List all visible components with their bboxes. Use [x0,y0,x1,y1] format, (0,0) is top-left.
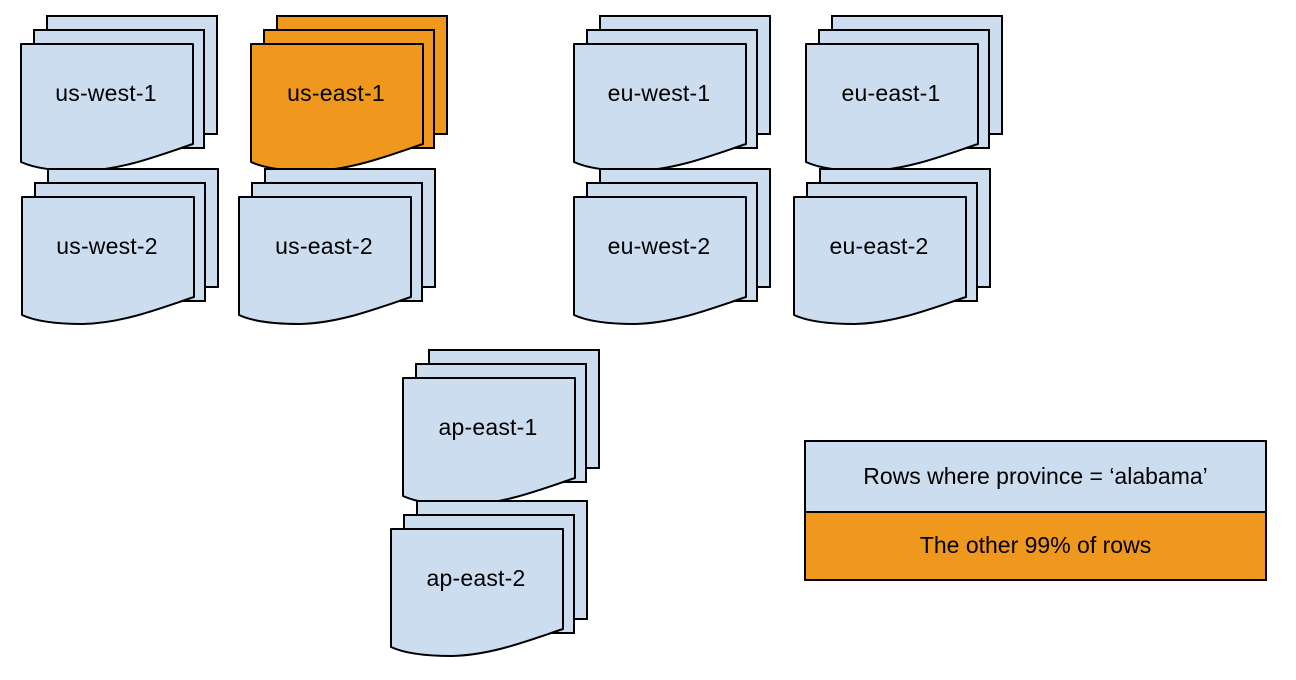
document-shape [20,43,194,172]
document-shape [793,196,967,325]
legend-item-label: Rows where province = ‘alabama’ [863,462,1208,489]
document-shape [250,43,424,172]
document-shape [805,43,979,172]
legend: Rows where province = ‘alabama’ The othe… [804,440,1267,581]
region-stack-us-east-1: us-east-1 [250,15,450,173]
region-stack-eu-east-2: eu-east-2 [793,168,993,326]
legend-item-other-rows: The other 99% of rows [806,510,1265,579]
region-stack-eu-east-1: eu-east-1 [805,15,1005,173]
legend-item-label: The other 99% of rows [919,532,1152,559]
document-shape [390,528,564,657]
document-shape [21,196,195,325]
document-shape [573,196,747,325]
region-stack-ap-east-2: ap-east-2 [390,500,590,658]
region-stack-ap-east-1: ap-east-1 [402,349,602,507]
document-shape [238,196,412,325]
region-stack-us-west-1: us-west-1 [20,15,220,173]
region-stack-us-west-2: us-west-2 [21,168,221,326]
region-stack-eu-west-2: eu-west-2 [573,168,773,326]
document-shape [402,377,576,506]
legend-item-alabama-rows: Rows where province = ‘alabama’ [806,442,1265,511]
region-stack-us-east-2: us-east-2 [238,168,438,326]
document-shape [573,43,747,172]
region-stack-eu-west-1: eu-west-1 [573,15,773,173]
